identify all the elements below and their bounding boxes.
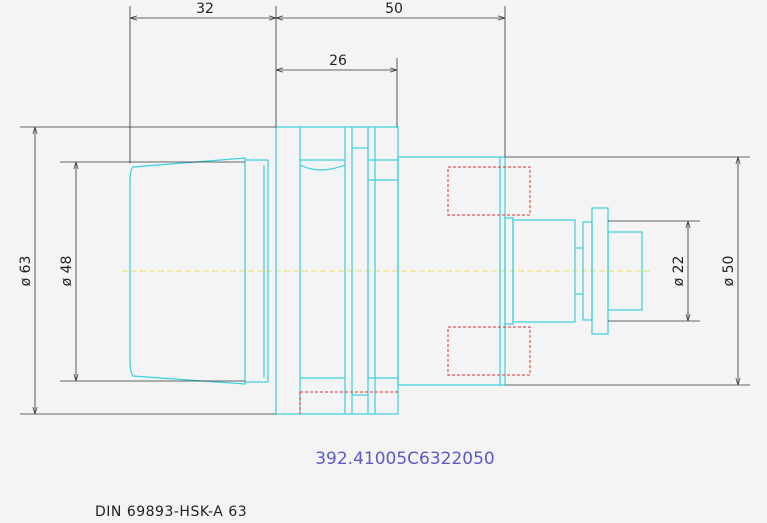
dim-dia-22: ø 22 <box>671 256 687 287</box>
part-number: 392.41005C6322050 <box>315 449 495 469</box>
dim-26: 26 <box>329 53 347 69</box>
dim-dia-50: ø 50 <box>721 256 737 287</box>
standard-label: DIN 69893-HSK-A 63 <box>95 504 247 520</box>
dim-32: 32 <box>196 1 214 17</box>
dimension-lines <box>35 18 738 414</box>
dim-50-length: 50 <box>385 1 403 17</box>
dim-dia-63: ø 63 <box>18 256 34 287</box>
tool-holder-outline <box>129 126 643 415</box>
extension-lines <box>20 6 750 415</box>
hidden-lines <box>299 166 531 414</box>
dim-dia-48: ø 48 <box>59 256 75 287</box>
